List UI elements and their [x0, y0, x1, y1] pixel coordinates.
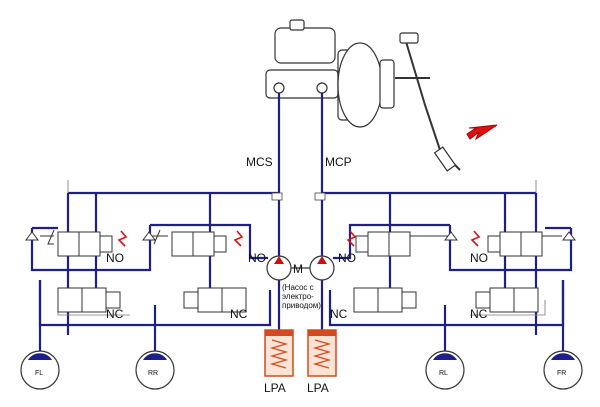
pump-to-lpa-lines [277, 280, 324, 330]
check-valve-icon [444, 231, 458, 241]
mcs-fitting [271, 192, 283, 201]
mcp-fitting [314, 192, 326, 201]
pedal-pad [433, 146, 457, 172]
brake-pedal-arm [395, 34, 461, 171]
fl-inlet-valve [25, 229, 128, 257]
spring-icon [312, 339, 332, 369]
wheel-rl-label: RL [439, 370, 448, 377]
lpa-accumulators [264, 329, 337, 377]
wheel-brakes [20, 350, 583, 390]
reservoir-cap [289, 19, 305, 31]
pedal-force-arrow-icon [466, 124, 498, 141]
rr-no-label: NO [248, 251, 266, 265]
fl-no-label: NO [106, 251, 124, 265]
pump-direction-icon [317, 256, 327, 264]
solenoid-signal-icon [470, 230, 481, 247]
solenoid-signal-icon [346, 230, 357, 247]
wheel-rr-label: RR [148, 370, 158, 377]
fr-no-label: NO [470, 251, 488, 265]
mcp-port [316, 82, 328, 94]
motor-label: M [293, 262, 303, 276]
solenoid-signal-icon [233, 230, 244, 247]
brake-booster [337, 42, 383, 128]
check-valve-icon [25, 231, 39, 241]
left-loop-upper [30, 225, 152, 272]
rl-nc-label: NC [330, 307, 348, 321]
wheel-fl-label: FL [35, 370, 43, 377]
pump-motor [266, 255, 335, 281]
motor-caption-line-2: электро- [282, 292, 314, 301]
left-pump-feed [150, 223, 268, 260]
spring-icon [269, 339, 289, 369]
left-lpa-label: LPA [264, 381, 286, 395]
caliper-rr [143, 353, 167, 360]
caliper-fr [551, 353, 575, 360]
wheel-fr [543, 350, 583, 390]
nc-valves [57, 287, 539, 313]
motor-caption-line-1: (Насос с [282, 283, 314, 292]
caliper-fl [28, 353, 52, 360]
rr-nc-label: NC [230, 307, 248, 321]
pump-direction-icon [274, 256, 284, 264]
master-cylinder-assembly [265, 19, 498, 172]
right-loop-upper [448, 225, 573, 272]
fl-nc-label: NC [106, 307, 124, 321]
fl-outlet-valve [57, 287, 121, 313]
booster-rear [379, 59, 395, 109]
right-lpa [307, 329, 337, 377]
fr-nc-label: NC [470, 307, 488, 321]
right-lpa-label: LPA [307, 381, 329, 395]
fr-outlet-valve [475, 287, 539, 313]
rr-outlet-valve [183, 287, 247, 313]
rl-inlet-valve [346, 230, 458, 257]
mcs-label: MCS [246, 155, 273, 169]
brake-fluid-reservoir [274, 27, 336, 64]
motor-caption-line-3: приводом) [282, 301, 321, 310]
no-valves [25, 229, 576, 257]
mcp-label: MCP [325, 155, 352, 169]
labels: MCS MCP NO NO NO NO NC NC NC NC M (Насос… [35, 155, 566, 395]
mcs-port [273, 82, 285, 94]
check-valve-icon [142, 231, 156, 241]
rl-no-label: NO [338, 251, 356, 265]
rl-outlet-valve [353, 287, 417, 313]
wheel-rr [135, 350, 175, 390]
wheel-fr-label: FR [557, 370, 566, 377]
rr-inlet-valve [142, 229, 244, 257]
wheel-fl [20, 350, 60, 390]
left-lpa [264, 329, 294, 377]
wheel-rl [425, 350, 465, 390]
solenoid-signal-icon [117, 230, 128, 247]
check-valve-icon [562, 231, 576, 241]
caliper-rl [433, 353, 457, 360]
pedal-pivot [399, 32, 419, 44]
fr-inlet-valve [470, 230, 576, 257]
